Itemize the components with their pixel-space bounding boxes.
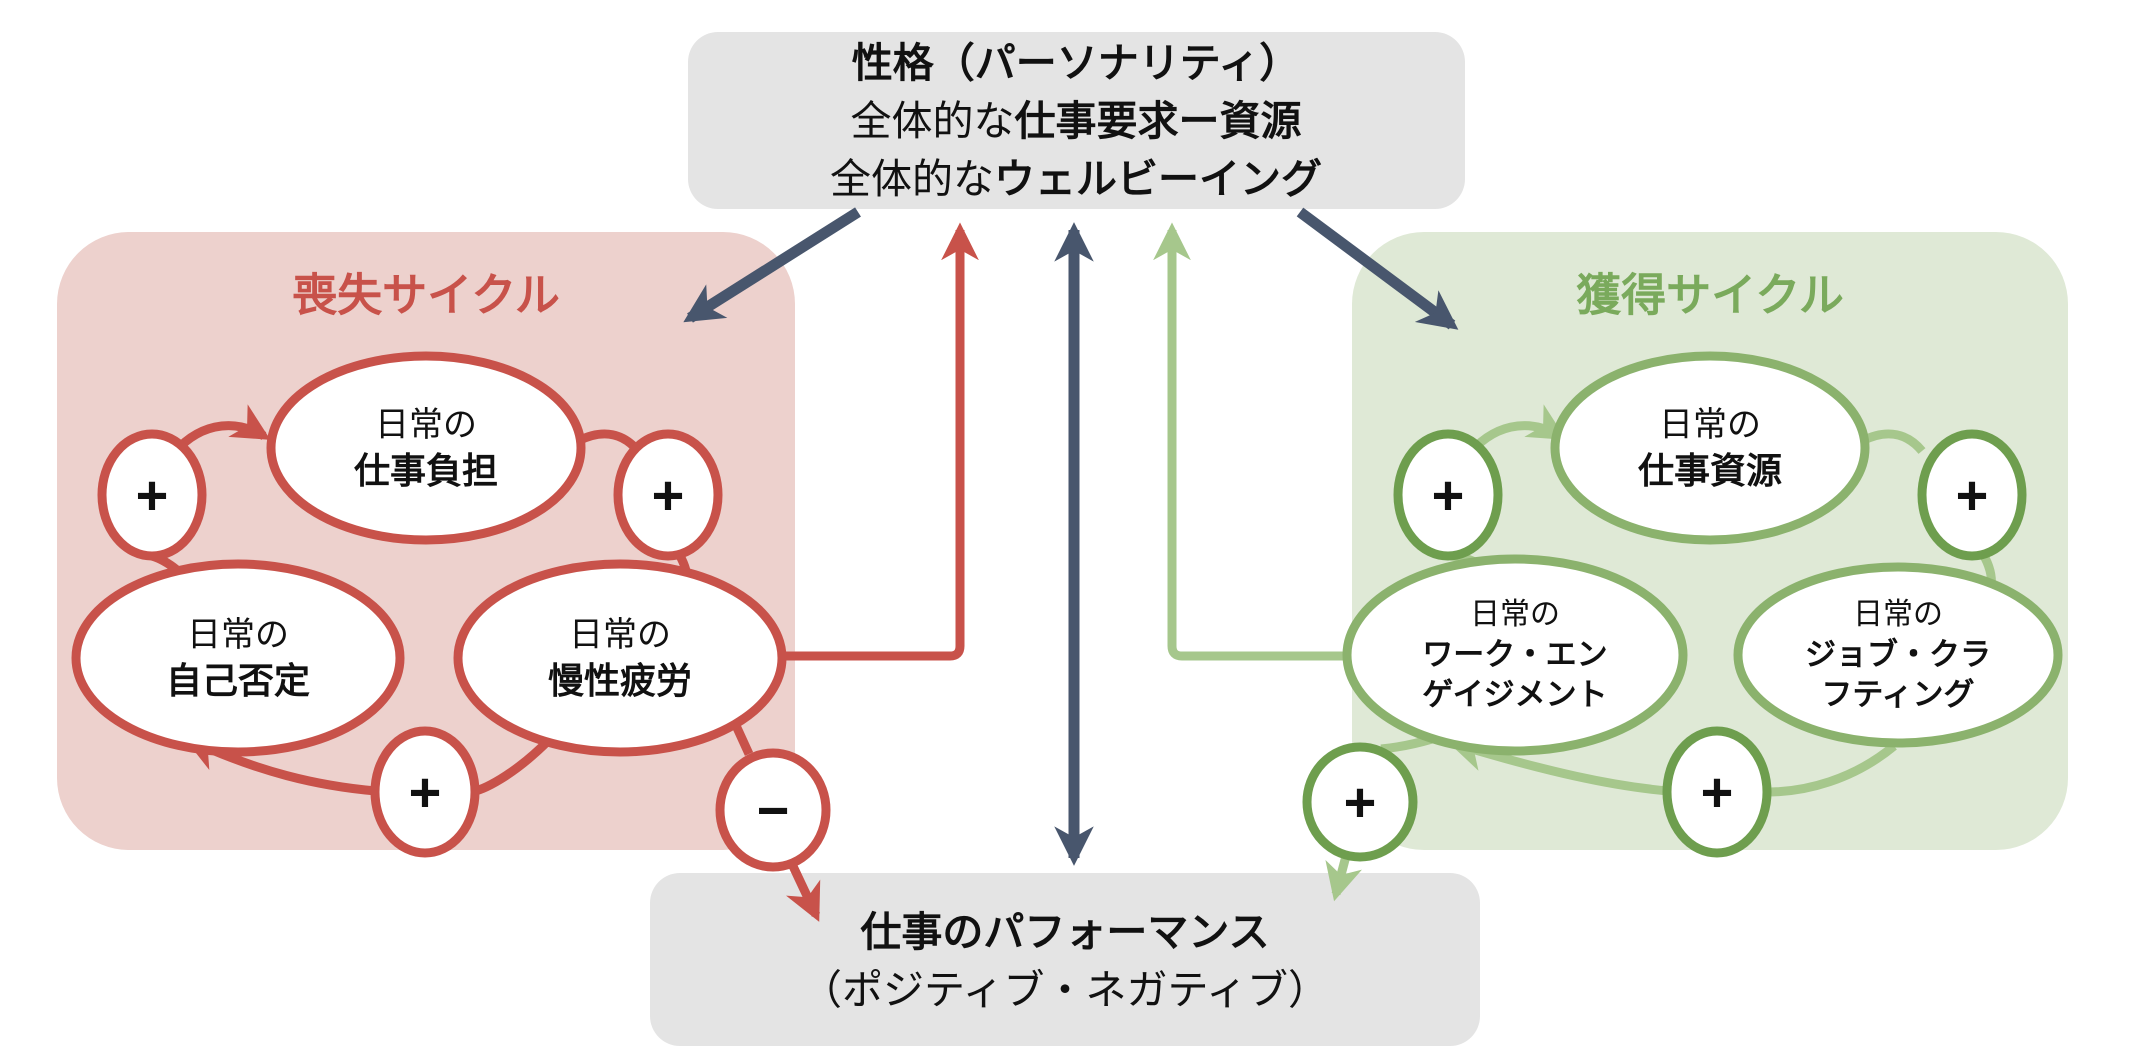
sign-loss-plus-bottom: + bbox=[408, 760, 442, 824]
circle-loss-plus-right bbox=[613, 429, 723, 561]
loss-cycle-title: 喪失サイクル bbox=[292, 269, 560, 321]
circle-gain-plus-right bbox=[1917, 429, 2027, 561]
arrow-personality-to-gain bbox=[1296, 207, 1459, 330]
sign-loss-plus-left: + bbox=[135, 463, 169, 527]
arrow-engagement-to-personality bbox=[1153, 222, 1349, 661]
ellipse-daily-job-crafting bbox=[1733, 562, 2063, 748]
circle-gain-plus-left bbox=[1393, 429, 1503, 561]
performance-box-label: 仕事のパフォーマンス （ポジティブ・ネガティブ） bbox=[801, 903, 1329, 1019]
personality-box-label: 性格（パーソナリティ） 全体的な仕事要求ー資源 全体的なウェルビーイング bbox=[830, 34, 1322, 208]
arrow-minus-to-performance bbox=[786, 862, 821, 922]
personality-line3: 全体的なウェルビーイング bbox=[830, 156, 1322, 202]
link-resources-to-plus-right bbox=[1859, 429, 1926, 455]
personality-line2: 全体的な仕事要求ー資源 bbox=[850, 98, 1302, 144]
performance-line2: （ポジティブ・ネガティブ） bbox=[800, 967, 1330, 1013]
circle-gain-plus-bottom bbox=[1662, 726, 1772, 858]
node-daily-job-resources: 日常の 仕事資源 bbox=[1637, 406, 1783, 491]
sign-gain-plus-out: + bbox=[1343, 770, 1377, 834]
circle-loss-minus bbox=[715, 748, 831, 872]
ellipse-daily-self-denial bbox=[71, 559, 405, 757]
arrow-personality-to-loss bbox=[683, 207, 861, 323]
performance-line1: 仕事のパフォーマンス bbox=[860, 909, 1270, 955]
arrow-plus-out-to-performance bbox=[1325, 854, 1362, 902]
ellipse-daily-job-resources bbox=[1550, 351, 1870, 545]
circle-gain-plus-out bbox=[1302, 742, 1418, 862]
circle-loss-plus-left bbox=[97, 429, 207, 561]
link-fatigue-to-plus-bottom bbox=[469, 736, 553, 797]
sign-gain-plus-bottom: + bbox=[1700, 760, 1734, 824]
ellipse-daily-workload bbox=[266, 351, 586, 545]
ellipse-daily-work-engagement bbox=[1342, 554, 1688, 756]
sign-gain-plus-left: + bbox=[1431, 463, 1465, 527]
sign-loss-plus-right: + bbox=[651, 463, 685, 527]
node-daily-job-crafting: 日常の ジョブ・クラ フティング bbox=[1805, 598, 1991, 712]
personality-line1: 性格（パーソナリティ） bbox=[851, 40, 1301, 86]
ellipse-daily-chronic-fatigue bbox=[453, 559, 787, 757]
sign-loss-minus: − bbox=[756, 778, 790, 842]
link-crafting-to-plus-bottom bbox=[1767, 742, 1897, 797]
node-daily-work-engagement: 日常の ワーク・エン ゲイジメント bbox=[1422, 598, 1608, 712]
gain-cycle-title: 獲得サイクル bbox=[1576, 269, 1844, 321]
personality-box bbox=[688, 32, 1465, 209]
sign-gain-plus-right: + bbox=[1955, 463, 1989, 527]
node-daily-chronic-fatigue: 日常の 慢性疲労 bbox=[547, 616, 693, 701]
arrow-fatigue-to-personality bbox=[783, 222, 979, 661]
node-daily-workload: 日常の 仕事負担 bbox=[353, 406, 499, 491]
node-daily-self-denial: 日常の 自己否定 bbox=[165, 616, 311, 701]
link-workload-to-plus-right bbox=[575, 429, 642, 455]
circle-loss-plus-bottom bbox=[370, 726, 480, 858]
